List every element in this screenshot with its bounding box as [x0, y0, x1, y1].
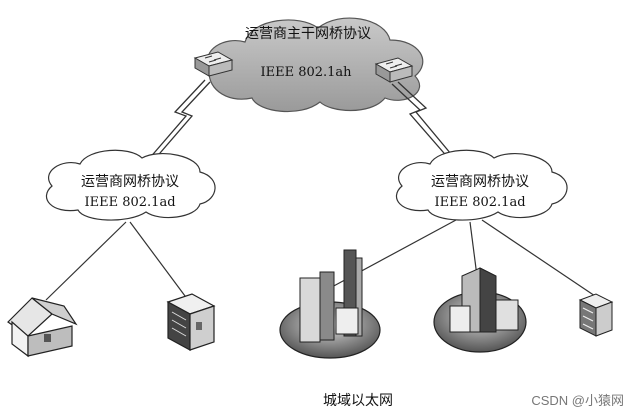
watermark-text: CSDN @小猿网: [531, 393, 624, 408]
city-block-2-icon: [433, 267, 527, 353]
left-wireless-link: [147, 79, 211, 161]
right-edge-cloud: 运营商网桥协议 IEEE 802.1ad: [396, 149, 568, 221]
right-cloud-standard: IEEE 802.1ad: [434, 195, 525, 210]
core-backbone-cloud: 运营商主干网桥协议 IEEE 802.1ah: [207, 17, 424, 113]
city-block-1-icon: [279, 249, 381, 359]
office-icon: [166, 293, 216, 352]
left-switch-icon: [193, 51, 234, 77]
right-cloud-title: 运营商网桥协议: [431, 174, 529, 190]
line-to-building: [481, 219, 599, 299]
house-icon: [7, 297, 78, 358]
left-edge-cloud: 运营商网桥协议 IEEE 802.1ad: [46, 149, 216, 221]
diagram-caption: 城域以太网: [323, 393, 393, 409]
right-switch-icon: [374, 57, 414, 83]
left-cloud-standard: IEEE 802.1ad: [84, 195, 175, 210]
left-cloud-title: 运营商网桥协议: [81, 174, 179, 190]
line-to-house: [45, 221, 127, 301]
right-wireless-link: [391, 81, 457, 161]
line-to-office: [129, 221, 189, 301]
core-cloud-standard: IEEE 802.1ah: [260, 65, 352, 80]
building-icon: [578, 293, 614, 337]
core-cloud-title: 运营商主干网桥协议: [245, 26, 371, 42]
